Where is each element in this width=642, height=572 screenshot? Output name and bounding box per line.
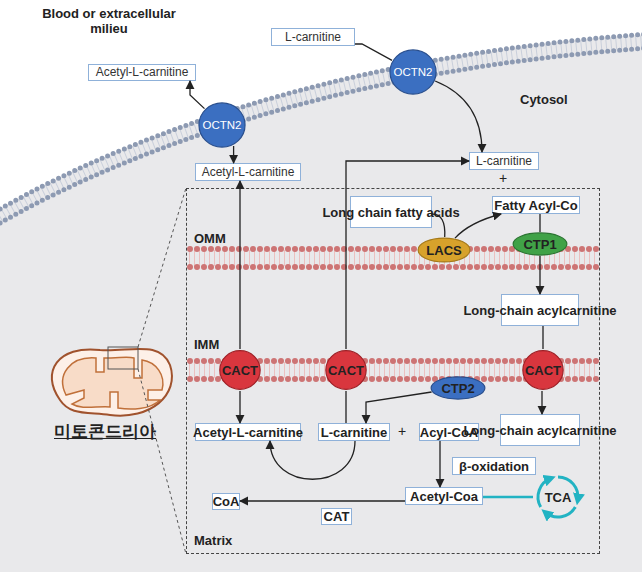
node-text: β-oxidation	[459, 460, 529, 473]
molecule-box: CoA	[212, 493, 240, 510]
transporter-circle: CACT	[325, 349, 367, 391]
arrow-connector	[270, 441, 355, 479]
molecule-box: Acetyl-Coa	[405, 487, 483, 505]
arrow-connector	[542, 326, 543, 349]
arrow-connector	[355, 44, 392, 60]
mitochondrion-outer	[52, 349, 172, 416]
arrow-connector	[239, 391, 240, 423]
arrow-connector	[435, 81, 482, 152]
node-text: Acetyl-L-carnitine	[202, 166, 295, 179]
zoom-leader	[138, 369, 186, 554]
ellipse-shape	[220, 351, 260, 390]
enzyme-box: CAT	[321, 508, 352, 525]
region-label: Blood or extracellular milieu	[24, 6, 194, 36]
ellipse-shape	[326, 351, 366, 390]
region-label: Cytosol	[520, 92, 568, 107]
arrow-connector	[439, 441, 440, 487]
node-text: OCTN2	[394, 66, 433, 78]
node-text: CTP2	[441, 381, 474, 396]
ellipse-shape	[418, 238, 470, 262]
imm-tails	[189, 362, 598, 378]
ellipse-shape	[523, 351, 563, 390]
organelle-label: 미토콘드리아	[54, 420, 156, 443]
process-box: β-oxidation	[452, 457, 536, 475]
node-text: L-carnitine	[285, 31, 341, 44]
arrow-connector	[239, 181, 240, 349]
mitochondrion-cristae	[63, 357, 163, 409]
node-text: TCA	[545, 490, 572, 505]
node-text: L-carnitine	[321, 426, 387, 439]
arrow-connector	[190, 81, 205, 109]
cytosol-area	[0, 34, 642, 572]
molecule-box: Long chain fatty acids	[350, 196, 432, 228]
molecule-box: L-carnitine	[318, 423, 390, 441]
membrane-label: Matrix	[194, 533, 232, 548]
arrow-connector	[345, 391, 346, 423]
zoom-leader	[138, 188, 186, 347]
node-text: CoA	[213, 495, 240, 508]
membrane-tails	[0, 41, 642, 219]
node-text: Acetyl-L-carnitine	[96, 66, 189, 79]
node-text: CAT	[324, 510, 350, 523]
molecule-box: Acetyl-L-carnitine	[195, 163, 301, 181]
ellipse-shape	[513, 233, 567, 255]
node-text: CACT	[525, 363, 561, 378]
node-text: CACT	[328, 363, 364, 378]
arrow-connector	[539, 256, 540, 294]
molecule-box: Long-chain acylcarnitine	[501, 294, 579, 326]
molecule-box: L-carnitine	[469, 152, 539, 170]
arrow-connector	[432, 214, 445, 237]
node-text: LACS	[426, 243, 461, 258]
membrane-label: OMM	[194, 231, 226, 246]
molecule-box: Acetyl-L-carnitine	[195, 423, 301, 441]
arrow-connector	[541, 391, 542, 414]
node-text: Acetyl-L-carnitine	[193, 426, 303, 439]
molecule-box: Fatty Acyl-Co	[492, 196, 580, 214]
arrow-connector	[346, 161, 469, 349]
plus-sign: +	[499, 170, 507, 186]
transporter-circle: CACT	[219, 349, 261, 391]
tca-cycle: TCA	[533, 472, 583, 522]
ellipse-shape	[390, 50, 436, 94]
enzyme-ellipse: CTP1	[512, 232, 568, 256]
arrow-connector	[366, 392, 432, 423]
arrow-connector	[233, 146, 234, 163]
molecule-box: L-carnitine	[271, 28, 355, 46]
plus-sign: +	[398, 423, 406, 439]
node-text: Long-chain acylcarnitine	[463, 424, 616, 437]
enzyme-ellipse: LACS	[417, 237, 471, 263]
node-text: CTP1	[523, 237, 556, 252]
node-text: Acetyl-Coa	[410, 490, 478, 503]
transporter-circle: CACT	[522, 349, 564, 391]
node-text: L-carnitine	[476, 155, 532, 168]
enzyme-ellipse: CTP2	[430, 376, 486, 400]
membrane-heads	[0, 34, 642, 212]
ellipse-shape	[199, 103, 245, 147]
omm-heads	[190, 264, 598, 270]
membrane-heads	[0, 48, 642, 226]
node-text: OCTN2	[203, 119, 242, 131]
arrow-connector	[240, 500, 405, 501]
arrow-connector	[539, 214, 540, 232]
node-text: Long-chain acylcarnitine	[463, 304, 616, 317]
zoom-marker	[108, 347, 138, 369]
ellipse-shape	[431, 377, 485, 399]
node-text: CACT	[222, 363, 258, 378]
molecule-box: Acetyl-L-carnitine	[88, 64, 196, 81]
arrow-connector	[483, 496, 533, 499]
node-text: Long chain fatty acids	[322, 206, 459, 219]
cycle-arc	[545, 507, 575, 517]
transporter-circle: OCTN2	[198, 101, 246, 149]
membrane-label: IMM	[194, 337, 219, 352]
mitochondrion-zoom-frame: OMM IMM Matrix Long chain fatty acids Fatty …	[186, 188, 600, 554]
transporter-circle: OCTN2	[389, 48, 437, 96]
arrow-connector	[455, 214, 501, 238]
node-text: Fatty Acyl-Co	[494, 199, 577, 212]
molecule-box: Long-chain acylcarnitine	[500, 414, 580, 446]
